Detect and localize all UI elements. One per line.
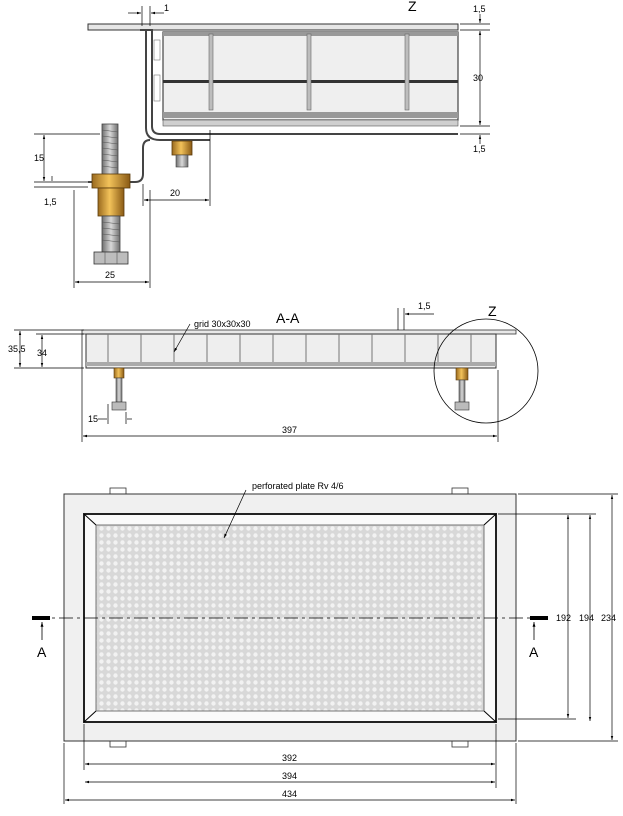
section-aa-title: A-A [276,310,300,326]
perforated-plate-label: perforated plate Rv 4/6 [252,481,344,491]
detail-z: 1 Z 1,5 30 1,5 15 1,5 20 25 [34,0,490,288]
dim-plate: 1,5 [44,197,57,207]
dim-height-inner: 192 [556,613,571,623]
detail-z-callout-circle [433,318,539,424]
dim-height-mid: 194 [579,613,594,623]
section-aa-top-plate [81,329,517,335]
plan-view: perforated plate Rv 4/6 A A 392 394 434 … [32,481,618,804]
section-aa-bolt-left [111,367,127,411]
dim-width-outer: 434 [282,789,297,799]
section-aa-detail-ref: Z [488,303,497,319]
dim-bolt-rise: 15 [34,153,44,163]
dim-total-height: 35,5 [8,344,26,354]
dim-width-inner: 392 [282,753,297,763]
detail-z-clip-nut [171,140,193,156]
detail-z-bolt [91,123,131,265]
grid-label: grid 30x30x30 [194,319,251,329]
dim-clip: 20 [170,188,180,198]
dim-width-mid: 394 [282,771,297,781]
dim-length: 397 [282,425,297,435]
dim-aa-flange: 1,5 [418,301,431,311]
dim-height: 30 [473,73,483,83]
dim-bolt-offset: 15 [88,414,98,424]
dim-inner-height: 34 [37,348,47,358]
detail-z-label: Z [408,0,417,14]
detail-z-top-flange [87,23,459,31]
dim-top-offset: 1 [164,3,169,13]
detail-z-profile [88,29,458,183]
section-aa-bolt-right [454,367,470,411]
dim-flange-top: 1,5 [473,4,486,14]
section-marker-left: A [37,644,47,660]
dim-height-outer: 234 [601,613,616,623]
dim-bolt-spacing: 25 [105,270,115,280]
section-marker-right: A [529,644,539,660]
section-aa: A-A Z grid 30x30x30 35,5 34 1,5 15 397 [8,301,539,442]
dim-flange-bottom: 1,5 [473,144,486,154]
